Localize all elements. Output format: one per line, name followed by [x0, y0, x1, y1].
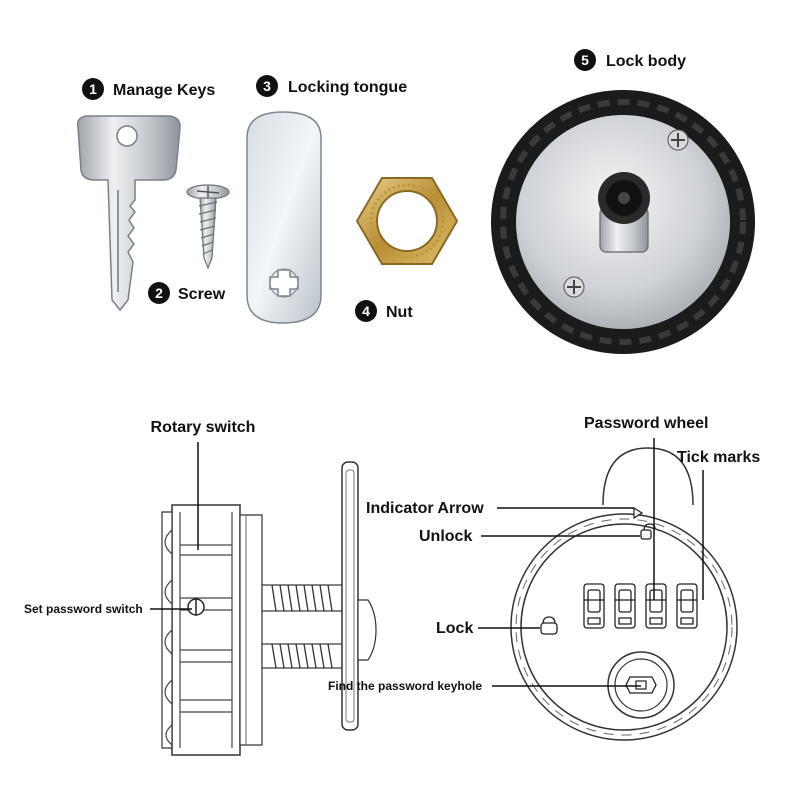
label-locking-tongue: Locking tongue — [288, 79, 407, 96]
svg-text:5: 5 — [581, 52, 589, 68]
label-nut: Nut — [386, 304, 413, 321]
nut-icon — [355, 177, 459, 265]
password-wheels — [583, 583, 698, 629]
badge-4: 4 — [355, 300, 377, 322]
label-screw: Screw — [178, 286, 226, 303]
svg-text:1: 1 — [89, 81, 97, 97]
label-rotary-switch: Rotary switch — [151, 419, 256, 436]
lock-body-icon — [491, 90, 755, 354]
side-view-diagram — [161, 461, 377, 756]
label-password-wheel: Password wheel — [584, 415, 709, 432]
label-manage-keys: Manage Keys — [113, 82, 215, 99]
label-set-password-switch: Set password switch — [24, 602, 143, 616]
part-screw: 2 Screw — [148, 184, 230, 304]
screw-icon — [186, 184, 230, 270]
svg-text:2: 2 — [155, 285, 163, 301]
svg-text:4: 4 — [362, 303, 370, 319]
label-tick-marks: Tick marks — [677, 449, 760, 466]
locking-tongue-icon — [246, 111, 322, 324]
part-lock-body: 5 Lock body — [491, 49, 755, 354]
badge-5: 5 — [574, 49, 596, 71]
svg-text:3: 3 — [263, 78, 271, 94]
key-icon — [76, 115, 181, 312]
label-unlock: Unlock — [419, 528, 472, 545]
password-keyhole — [607, 651, 675, 719]
part-nut: 4 Nut — [355, 177, 459, 322]
front-view-diagram — [510, 447, 738, 741]
label-find-keyhole: Find the password keyhole — [328, 679, 482, 693]
badge-1: 1 — [82, 78, 104, 100]
label-indicator-arrow: Indicator Arrow — [366, 500, 484, 517]
badge-3: 3 — [256, 75, 278, 97]
part-key: 1 Manage Keys — [76, 78, 215, 312]
badge-2: 2 — [148, 282, 170, 304]
label-lock: Lock — [436, 620, 473, 637]
label-lock-body: Lock body — [606, 53, 686, 70]
part-locking-tongue: 3 Locking tongue — [246, 75, 407, 324]
lock-icon — [540, 616, 558, 635]
